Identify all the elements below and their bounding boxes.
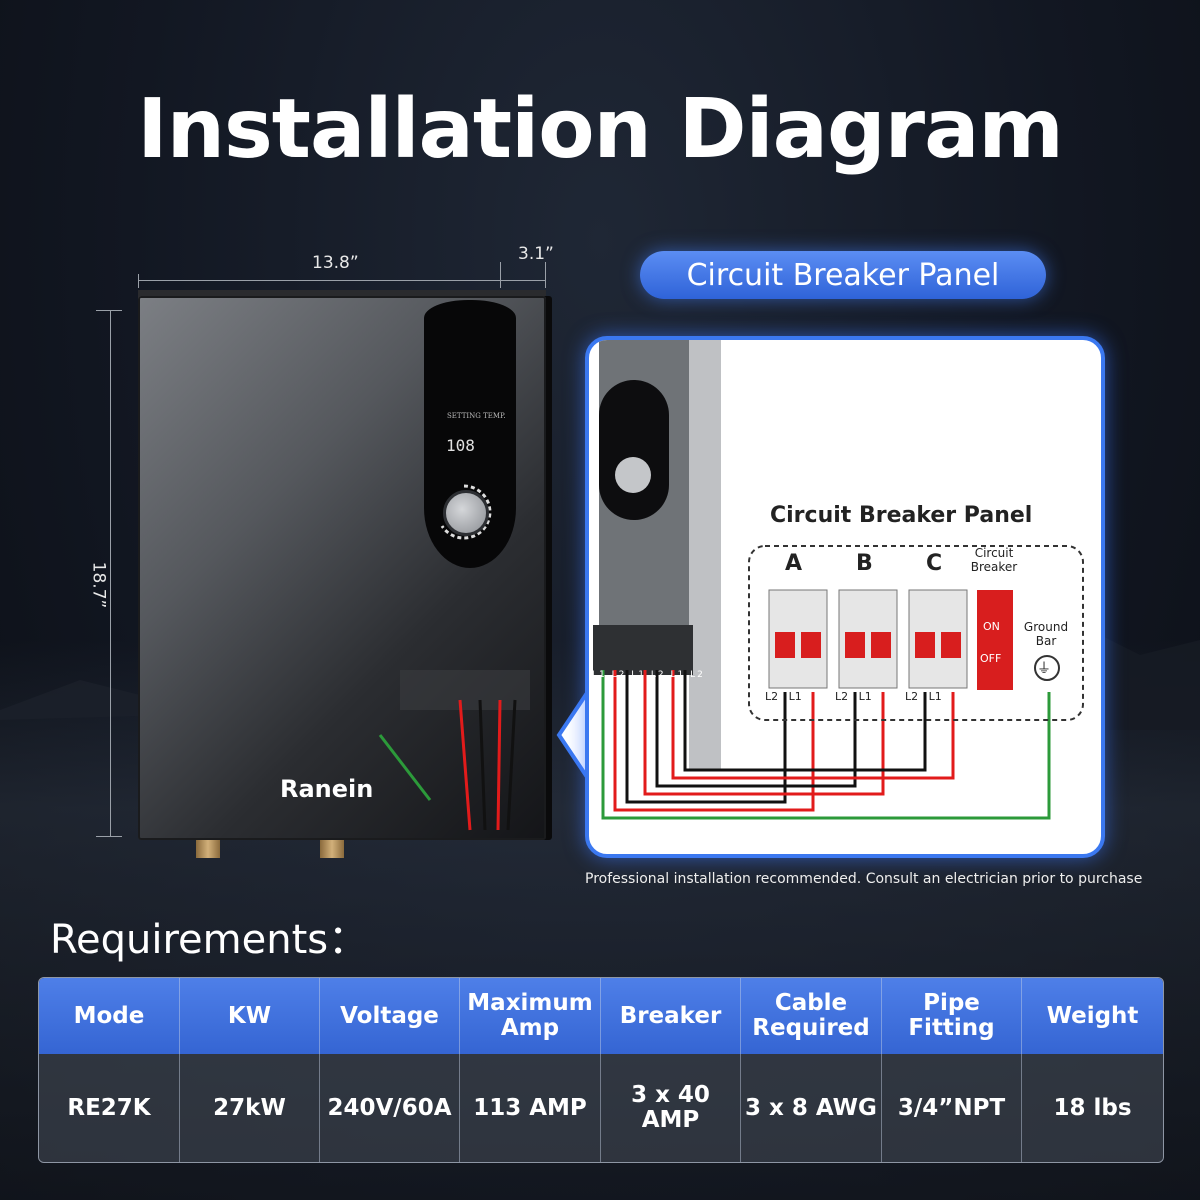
table-cell: 240V/60A bbox=[320, 1054, 460, 1162]
terminal-l2: L2 bbox=[765, 690, 779, 703]
heater-terminal: L1 bbox=[592, 670, 607, 680]
height-dimension-tick bbox=[96, 836, 122, 837]
table-header-cell: Pipe Fitting bbox=[882, 978, 1022, 1054]
water-pipe-left bbox=[196, 840, 220, 858]
callout-arrow bbox=[556, 690, 591, 780]
table-header-cell: Voltage bbox=[320, 978, 460, 1054]
breaker-off-label: OFF bbox=[980, 652, 1002, 665]
table-header-cell: Maximum Amp bbox=[460, 978, 601, 1054]
table-header-cell: Weight bbox=[1046, 1002, 1139, 1029]
width-label: 13.8” bbox=[312, 253, 359, 273]
wiring-diagram-title: Circuit Breaker Panel bbox=[770, 503, 1033, 528]
width-dimension-tick bbox=[138, 274, 139, 288]
height-dimension-line bbox=[110, 310, 111, 836]
temperature-display: 108 bbox=[446, 436, 475, 455]
depth-label: 3.1” bbox=[518, 244, 554, 264]
table-header-cell: KW bbox=[180, 978, 320, 1054]
ground-symbol-icon: ⏚ bbox=[1037, 661, 1051, 677]
terminal-l2: L2 bbox=[905, 690, 919, 703]
table-cell: 3 x 40 AMP bbox=[601, 1054, 741, 1162]
width-dimension-tick bbox=[545, 262, 546, 288]
circuit-breaker-label: Circuit Breaker bbox=[970, 546, 1018, 574]
heater-terminal: L2 bbox=[690, 670, 705, 680]
table-header-row: Mode KW Voltage Maximum Amp Breaker Cabl… bbox=[39, 978, 1163, 1054]
terminal-l1: L1 bbox=[858, 690, 872, 703]
width-dimension-line bbox=[138, 280, 546, 281]
wiring-diagram bbox=[593, 340, 1084, 820]
heater-terminal: L1 bbox=[631, 670, 646, 680]
breaker-c-label: C bbox=[926, 551, 943, 576]
breaker-b-terminals: L2 L1 bbox=[835, 690, 872, 703]
water-pipe-right bbox=[320, 840, 344, 858]
heater-terminal: L2 bbox=[611, 670, 627, 680]
breaker-on-label: ON bbox=[983, 620, 1000, 633]
requirements-heading: Requirements： bbox=[50, 917, 369, 963]
heater-terminal-labels: L1 L2 L1 L2 L1 L2 bbox=[592, 670, 705, 680]
table-header-cell: Breaker bbox=[601, 978, 741, 1054]
breaker-a-terminals: L2 L1 bbox=[765, 690, 802, 703]
heater-wiring bbox=[378, 670, 530, 831]
terminal-l1: L1 bbox=[928, 690, 942, 703]
height-label: 18.7” bbox=[88, 561, 109, 609]
breaker-b-label: B bbox=[856, 551, 873, 576]
circuit-breaker-pill: Circuit Breaker Panel bbox=[640, 251, 1046, 299]
page-title: Installation Diagram bbox=[137, 82, 1064, 177]
ground-bar-label: Ground Bar bbox=[1023, 620, 1069, 648]
terminal-l1: L1 bbox=[788, 690, 802, 703]
table-cell: 27kW bbox=[180, 1054, 320, 1162]
table-row: RE27K 27kW 240V/60A 113 AMP 3 x 40 AMP 3… bbox=[39, 1054, 1163, 1162]
table-header-cell: Mode bbox=[39, 978, 180, 1054]
knob-ring-icon bbox=[440, 484, 492, 540]
table-cell: RE27K bbox=[39, 1054, 180, 1162]
setting-temp-label: SETTING TEMP. bbox=[447, 412, 506, 420]
installation-note: Professional installation recommended. C… bbox=[585, 871, 1143, 887]
table-cell: 3 x 8 AWG bbox=[741, 1054, 882, 1162]
table-cell: 18 lbs bbox=[1053, 1094, 1132, 1121]
temperature-knob[interactable] bbox=[443, 490, 489, 536]
table-cell: 113 AMP bbox=[460, 1054, 601, 1162]
breaker-a-label: A bbox=[785, 551, 803, 576]
depth-dimension-tick bbox=[500, 262, 501, 288]
heater-terminal: L2 bbox=[650, 670, 666, 680]
breaker-c-terminals: L2 L1 bbox=[905, 690, 942, 703]
table-header-cell: Cable Required bbox=[741, 978, 882, 1054]
brand-logo: Ranein bbox=[280, 775, 374, 803]
requirements-table: Mode KW Voltage Maximum Amp Breaker Cabl… bbox=[38, 977, 1164, 1163]
height-dimension-tick bbox=[96, 310, 122, 311]
wiring-diagram-panel bbox=[585, 336, 1105, 858]
terminal-l2: L2 bbox=[835, 690, 849, 703]
heater-top-edge bbox=[138, 290, 546, 298]
heater-terminal: L1 bbox=[670, 670, 686, 680]
table-cell: 3/4”NPT bbox=[882, 1054, 1022, 1162]
